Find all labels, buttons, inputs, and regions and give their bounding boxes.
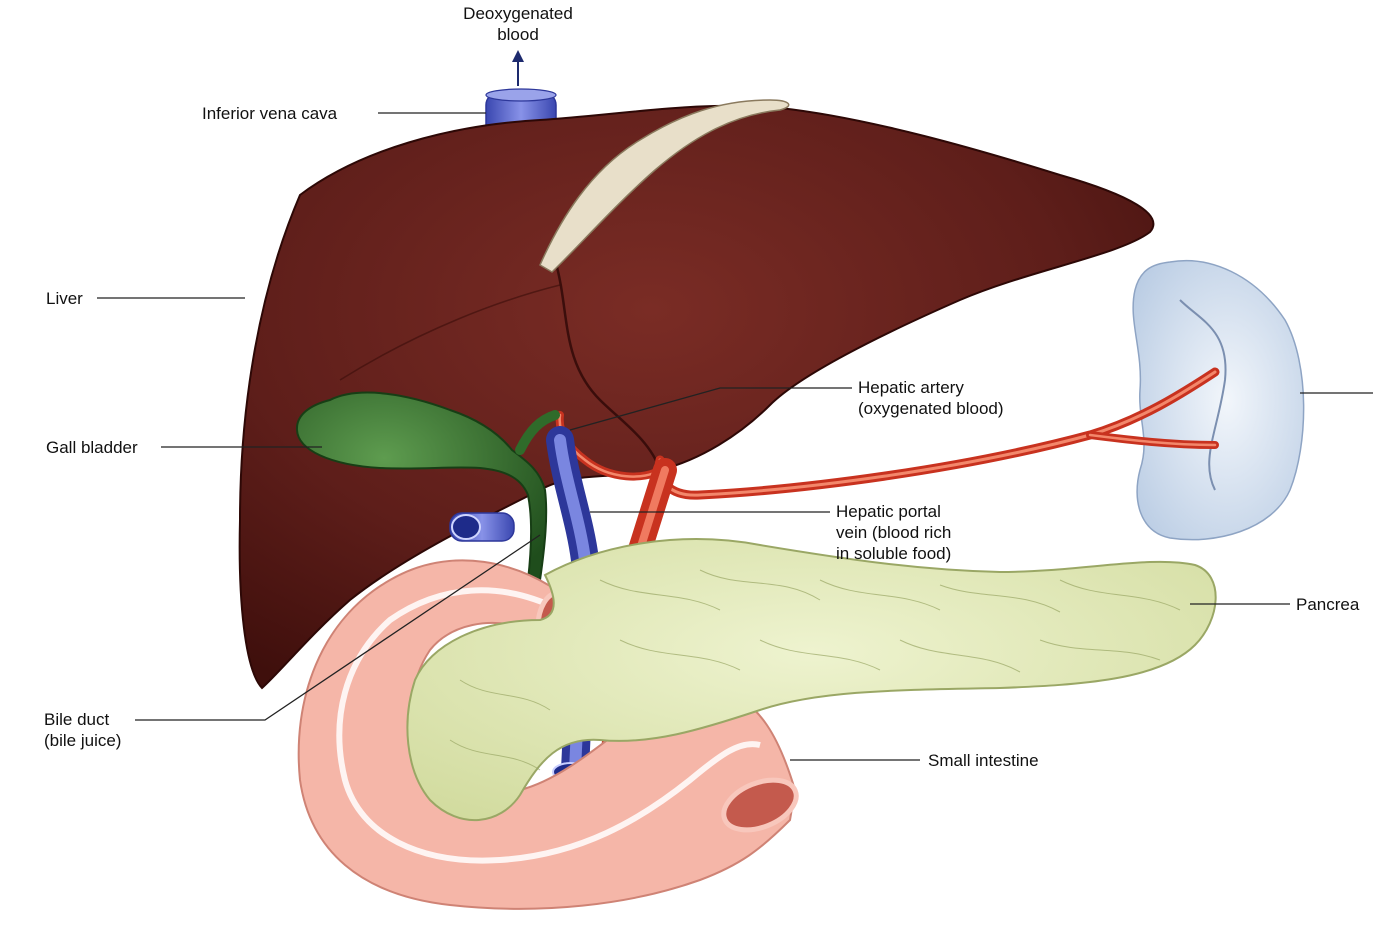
label-hepatic-portal-vein: Hepatic portal vein (blood rich in solub… [836,501,951,564]
leader-lines [97,112,1373,761]
spleen [1132,259,1305,541]
label-small-intestine: Small intestine [928,750,1039,771]
label-gall-bladder: Gall bladder [46,437,138,458]
leader-bile-duct [135,534,541,721]
label-pancreas-text: Pancrea [1296,595,1360,614]
label-deoxygenated-blood: Deoxygenated blood [440,3,596,45]
label-hepatic-portal-vein-line3: in soluble food) [836,544,952,563]
liver [238,99,1155,690]
label-hepatic-artery-line2: (oxygenated blood) [858,399,1004,418]
leader-hepatic-artery [569,387,852,431]
arrow-up-icon [512,50,524,86]
label-inferior-vena-cava: Inferior vena cava [202,103,337,124]
label-bile-duct-line1: Bile duct [44,710,110,729]
label-hepatic-artery-line1: Hepatic artery [858,378,964,397]
label-gall-bladder-text: Gall bladder [46,438,138,457]
label-deoxygenated-blood-line1: Deoxygenated [463,4,573,23]
label-pancreas: Pancrea [1296,594,1359,615]
label-bile-duct-line2: (bile juice) [44,731,122,750]
label-small-intestine-text: Small intestine [928,751,1039,770]
label-inferior-vena-cava-text: Inferior vena cava [202,104,338,123]
label-hepatic-portal-vein-line2: vein (blood rich [836,523,952,542]
label-liver: Liver [46,288,83,309]
vena-cava-lower-stub [449,512,515,542]
label-bile-duct: Bile duct (bile juice) [44,709,121,751]
label-deoxygenated-blood-line2: blood [497,25,539,44]
label-liver-text: Liver [46,289,83,308]
label-hepatic-artery: Hepatic artery (oxygenated blood) [858,377,1004,419]
label-hepatic-portal-vein-line1: Hepatic portal [836,502,941,521]
pancreas [406,538,1217,822]
